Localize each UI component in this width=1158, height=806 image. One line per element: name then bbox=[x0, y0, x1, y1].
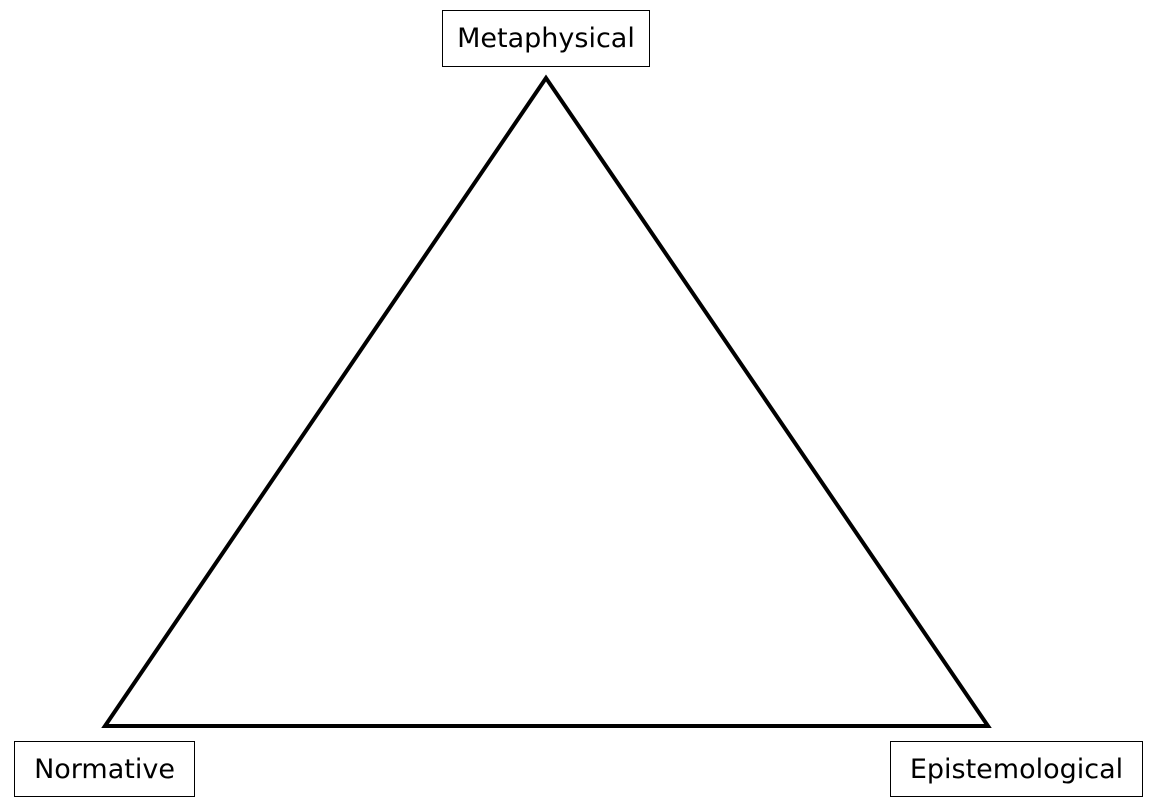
metaphysical-label: Metaphysical bbox=[457, 23, 635, 54]
normative-node: Normative bbox=[14, 741, 195, 797]
epistemological-node: Epistemological bbox=[890, 741, 1143, 797]
epistemological-label: Epistemological bbox=[909, 753, 1124, 785]
triangle-shape bbox=[101, 74, 992, 728]
metaphysical-node: Metaphysical bbox=[442, 10, 650, 67]
normative-label: Normative bbox=[34, 753, 175, 785]
